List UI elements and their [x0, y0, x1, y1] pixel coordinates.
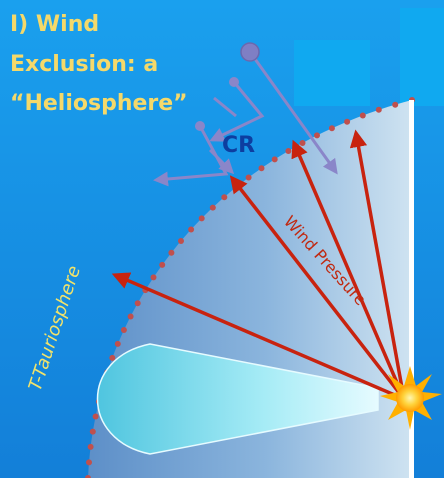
title-line-2: Exclusion: a: [10, 52, 158, 77]
boundary-dot: [86, 459, 92, 466]
boundary-dot: [168, 249, 175, 256]
cosmic-rays: [153, 51, 338, 187]
boundary-dot: [271, 156, 278, 163]
cosmic-ray-particle: [195, 121, 205, 131]
axis-line: [409, 100, 414, 478]
cr-path-2: [209, 81, 265, 142]
boundary-dot: [328, 125, 335, 132]
boundary-dot: [375, 106, 382, 113]
boundary-dot: [344, 118, 351, 125]
boundary-dot: [127, 313, 134, 320]
cr-label: CR: [222, 133, 255, 158]
boundary-dot: [178, 238, 184, 244]
boundary-dot: [114, 340, 121, 347]
cr-path-4: [213, 96, 237, 118]
boundary-dot: [245, 174, 252, 181]
boundary-dot: [134, 300, 141, 307]
decor-block-left: [294, 40, 370, 106]
cosmic-ray-particle: [229, 77, 239, 87]
star-icon: [380, 366, 442, 430]
cr-path-main: [248, 51, 338, 175]
boundary-dot: [109, 354, 116, 361]
cr-path-5: [208, 148, 235, 175]
boundary-dot: [359, 112, 366, 119]
boundary-dot: [85, 475, 91, 478]
boundary-dot: [314, 132, 320, 139]
boundary-dot: [209, 204, 216, 211]
boundary-dot: [258, 165, 265, 172]
boundary-dot: [198, 215, 205, 222]
boundary-dot: [92, 413, 99, 420]
wind-arrows: [111, 129, 406, 401]
boundary-dot: [285, 148, 292, 154]
boundary-dot: [87, 443, 94, 450]
title-line-1: I) Wind: [10, 12, 99, 37]
boundary-dot: [150, 274, 157, 281]
boundary-dot: [159, 261, 166, 268]
boundary-dot: [120, 327, 127, 333]
wind-arrow-3: [291, 139, 406, 400]
boundary-dot: [89, 428, 96, 435]
decor-block-right: [400, 8, 444, 106]
accretion-disk: [96, 343, 379, 455]
boundary-dot: [299, 140, 306, 146]
boundary-dot: [392, 101, 399, 108]
cosmic-ray-particle-large: [240, 42, 260, 62]
boundary-dot: [188, 226, 195, 233]
wind-arrow-2: [229, 175, 406, 401]
wind-arrow-1: [111, 272, 405, 401]
wind-arrow-4: [349, 129, 406, 400]
title-line-3: “Heliosphere”: [10, 91, 188, 116]
boundary-dot: [221, 194, 228, 201]
